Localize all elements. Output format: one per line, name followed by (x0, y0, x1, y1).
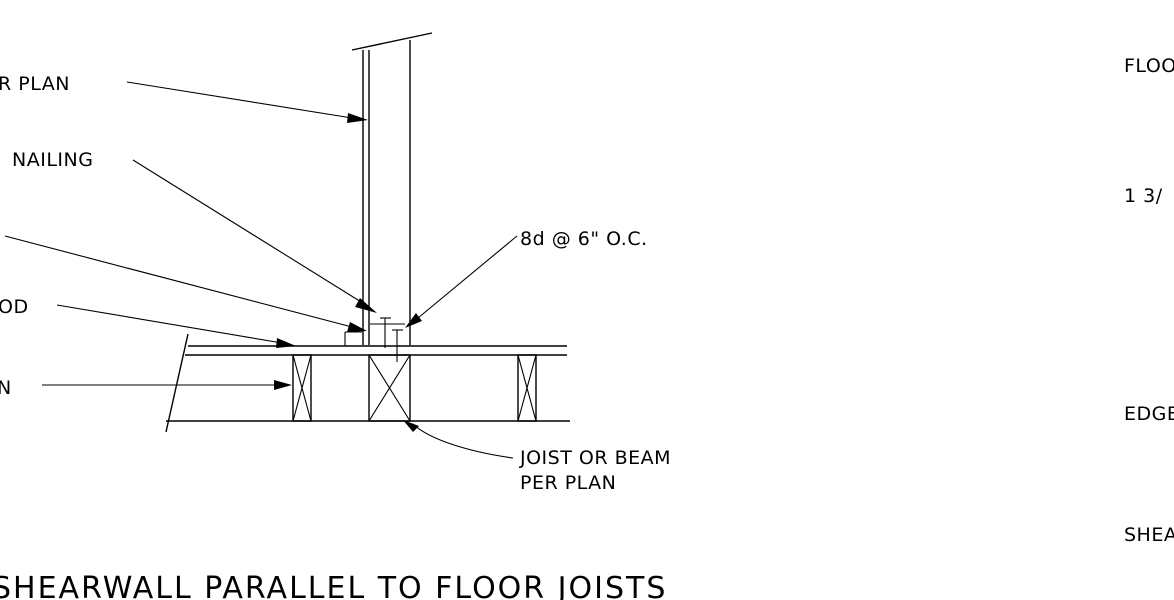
label-right-edge: EDGE (1124, 403, 1174, 425)
label-joist-line2: PER PLAN (520, 472, 616, 494)
floor-break-line (165, 333, 189, 433)
label-per-plan: R PLAN (0, 73, 70, 95)
blocking-left (292, 354, 312, 422)
leader-per-plan (126, 81, 368, 123)
leader-od (56, 304, 296, 348)
leader-joist (403, 420, 514, 459)
floor-sheathing (185, 345, 567, 356)
label-nailing: NAILING (12, 149, 93, 171)
wall-break-line (351, 32, 433, 51)
leader-nailing (132, 159, 377, 313)
label-nail-spacing: 8d @ 6" O.C. (520, 228, 648, 250)
leader-nail-spacing (405, 235, 518, 328)
label-od: OD (0, 296, 29, 318)
label-n: N (0, 377, 12, 399)
leader-n (42, 380, 292, 390)
joist-beam-center (368, 354, 411, 422)
label-right-floo: FLOO (1124, 55, 1174, 77)
label-joist-line1: JOIST OR BEAM (519, 447, 671, 469)
drawing-title: SHEARWALL PARALLEL TO FLOOR JOISTS (0, 571, 667, 600)
stud-wall (351, 32, 433, 345)
blocking-right (517, 354, 537, 422)
label-right-shea: SHEA (1124, 524, 1174, 546)
leader-third (4, 235, 367, 332)
label-right-1-3: 1 3/ (1124, 185, 1163, 207)
